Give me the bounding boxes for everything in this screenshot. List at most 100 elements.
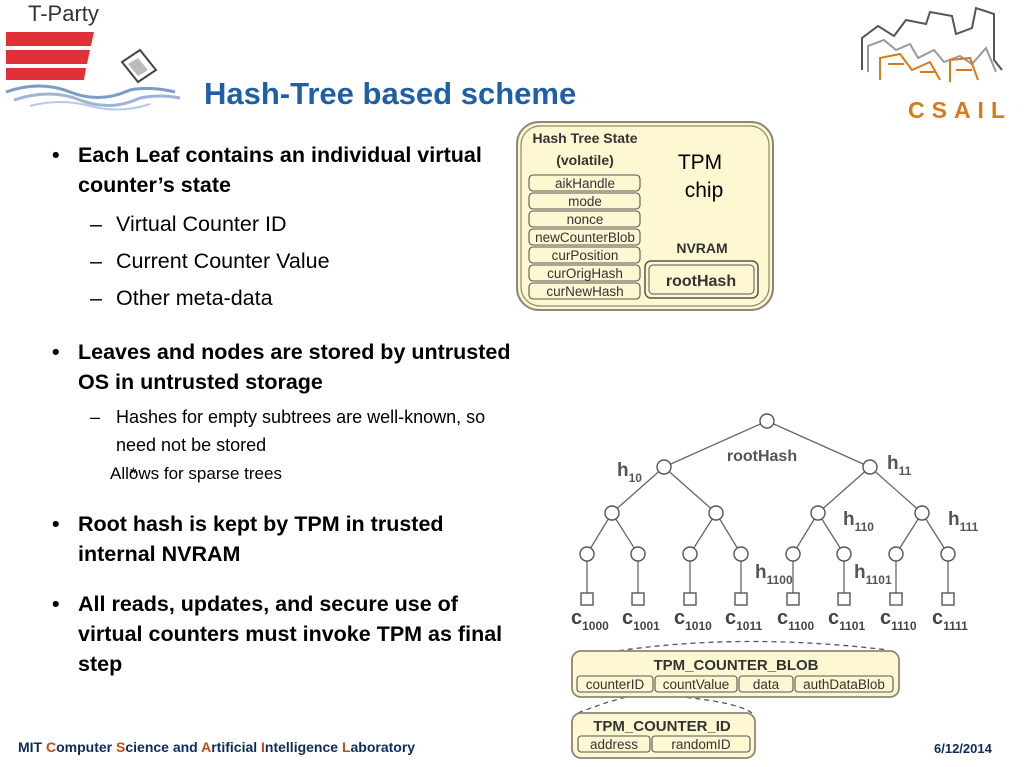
tpm-state-field-box: [528, 174, 641, 192]
csail-label: CSAIL: [908, 97, 1012, 123]
tree-leaf-node: [734, 592, 748, 606]
footer-accent: L: [341, 739, 351, 755]
tree-node: [604, 505, 620, 521]
footer-accent: I: [261, 739, 265, 755]
logo-stripe: [6, 68, 86, 80]
tpm-state-field-box: [528, 264, 641, 282]
tree-node: [836, 546, 852, 562]
tree-leaf-node: [631, 592, 645, 606]
bullet-item: All reads, updates, and secure use of vi…: [52, 589, 512, 679]
node-label-h10: h10: [617, 460, 642, 485]
counter-blob-field-box: [654, 675, 738, 693]
footer-lab-name: MIT Computer Science and Artificial Inte…: [18, 739, 415, 755]
tpm-state-field: newCounterBlob: [535, 230, 635, 245]
tree-node: [940, 546, 956, 562]
footer-text: cience and: [125, 739, 202, 755]
tpm-state-field: curNewHash: [546, 284, 623, 299]
counter-blob-field-box: [794, 675, 894, 693]
node-label-h1100: h1100: [755, 562, 793, 587]
leaf-label: c1001: [622, 607, 660, 633]
counter-blob-field: authDataBlob: [803, 677, 885, 692]
tpm-chip-label: TPM: [678, 151, 722, 174]
counter-blob-field: counterID: [586, 677, 645, 692]
tree-node: [733, 546, 749, 562]
tree-leaf-node: [889, 592, 903, 606]
tpm-state-field-box: [528, 210, 641, 228]
footer-text: rtificial: [211, 739, 262, 755]
tpm-state-field: mode: [568, 194, 602, 209]
counter-blob-field: data: [753, 677, 780, 692]
tree-leaf-node: [786, 592, 800, 606]
counter-id-field: randomID: [671, 737, 731, 752]
blob-link-dashed: [609, 640, 889, 653]
tree-node: [888, 546, 904, 562]
csail-building-icon: [867, 38, 997, 73]
slide-title: Hash-Tree based scheme: [204, 76, 577, 111]
sub-bullet-item: Other meta-data: [78, 280, 512, 317]
logo-stripe: [6, 50, 90, 64]
leaf-label: c1010: [674, 607, 712, 633]
tpm-state-field: curPosition: [552, 248, 619, 263]
tree-node: [785, 546, 801, 562]
sub-bullet-list: Virtual Counter ID Current Counter Value…: [78, 206, 512, 317]
tpm-state-field: nonce: [567, 212, 604, 227]
logo-text: T-Party: [28, 1, 99, 26]
subsub-bullet-list: Allows for sparse trees: [110, 459, 512, 489]
footer-text: ntelligence: [264, 739, 342, 755]
counter-id-field-box: [651, 735, 751, 753]
hash-tree-state-subtitle: (volatile): [556, 152, 614, 168]
nvram-roothash-box: [648, 264, 755, 295]
logo-wave: [5, 84, 176, 99]
bullet-text: Leaves and nodes are stored by untrusted…: [78, 340, 511, 394]
leaf-label: c1110: [880, 607, 917, 633]
bullet-item: Leaves and nodes are stored by untrusted…: [52, 337, 512, 489]
bullet-text: All reads, updates, and secure use of vi…: [78, 592, 503, 676]
tpm-state-field-box: [528, 246, 641, 264]
subsub-bullet-item: Allows for sparse trees: [78, 459, 512, 489]
nvram-roothash-box: [644, 260, 759, 299]
footer-accent: C: [46, 739, 57, 755]
tree-node: [810, 505, 826, 521]
sub-bullet-item: Current Counter Value: [78, 243, 512, 280]
tpm-state-field: curOrigHash: [547, 266, 623, 281]
root-hash-label: rootHash: [727, 448, 797, 465]
bullet-text: Root hash is kept by TPM in trusted inte…: [78, 512, 444, 566]
hash-tree-state-title: Hash Tree State: [532, 130, 637, 146]
tpm-state-field-box: [528, 228, 641, 246]
tparty-logo: [5, 32, 181, 111]
counter-id-field-box: [577, 735, 651, 753]
counter-id-struct: TPM_COUNTER_ID address randomID: [571, 712, 756, 759]
tea-box-icon: [128, 58, 148, 76]
tree-node: [656, 459, 672, 475]
counter-blob-struct: TPM_COUNTER_BLOB counterID countValue data…: [571, 650, 900, 698]
tree-node: [708, 505, 724, 521]
counter-blob-title: TPM_COUNTER_BLOB: [653, 657, 818, 674]
counter-blob-field: countValue: [663, 677, 730, 692]
nvram-roothash-label: rootHash: [666, 273, 736, 290]
tpm-chip-label: chip: [685, 179, 724, 202]
node-label-h111: h111: [948, 509, 979, 534]
tree-node: [914, 505, 930, 521]
leaf-label: c1101: [828, 607, 865, 633]
bullet-item: Root hash is kept by TPM in trusted inte…: [52, 509, 512, 569]
sub-bullet-item: Hashes for empty subtrees are well-known…: [78, 403, 512, 489]
tree-leaf-node: [580, 592, 594, 606]
tree-leaf-node: [941, 592, 955, 606]
counter-id-field: address: [590, 737, 638, 752]
csail-building-icon: [879, 52, 979, 82]
counter-id-title: TPM_COUNTER_ID: [593, 718, 731, 735]
counter-blob-field-box: [738, 675, 794, 693]
hash-tree: rootHash h10 h11 h110 h111 h1100 h1101 c…: [571, 413, 979, 633]
node-label-h110: h110: [843, 509, 874, 534]
footer-date: 6/12/2014: [934, 741, 992, 756]
counter-blob-field-box: [576, 675, 654, 693]
bullet-text: Each Leaf contains an individual virtual…: [78, 143, 482, 197]
tpm-state-field-box: [528, 192, 641, 210]
leaf-label: c1100: [777, 607, 814, 633]
csail-logo: CSAIL: [861, 6, 1012, 123]
footer-text: aboratory: [350, 739, 416, 755]
tree-root-node: [759, 413, 775, 429]
logo-stripe: [6, 32, 94, 46]
node-label-h11: h11: [887, 453, 912, 478]
csail-building-icon: [888, 63, 972, 73]
